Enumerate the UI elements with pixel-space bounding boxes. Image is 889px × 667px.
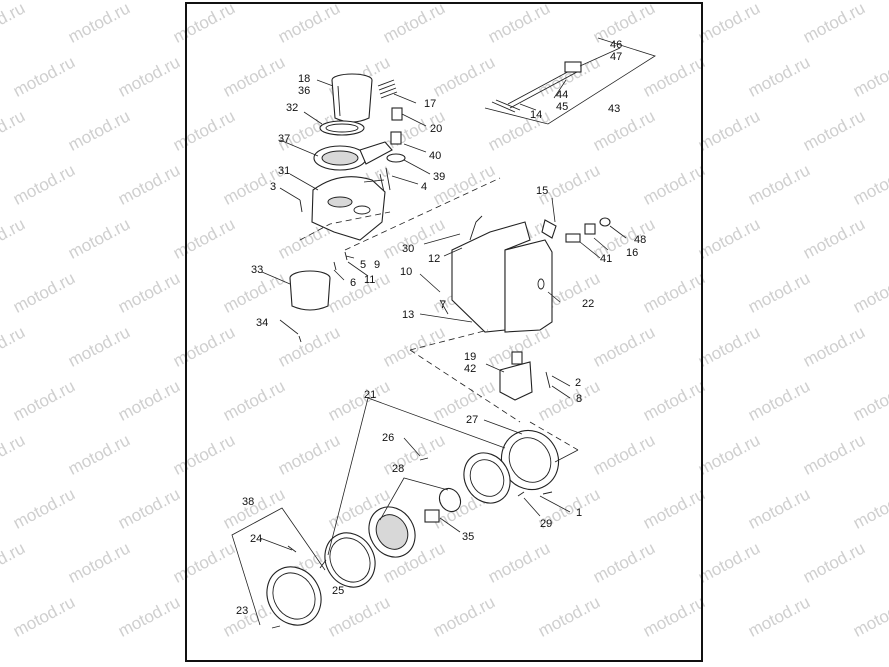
part-label-18: 18 <box>298 73 310 85</box>
gauge-cup-upper <box>331 73 373 123</box>
part-label-36: 36 <box>298 85 310 97</box>
retaining-ring <box>324 532 376 588</box>
cable-assembly <box>484 37 656 125</box>
part-label-2: 2 <box>575 377 581 389</box>
part-label-44: 44 <box>556 89 568 101</box>
gauge-housing-cover <box>311 176 386 241</box>
mounting-bracket <box>499 351 551 401</box>
part-label-40: 40 <box>429 150 441 162</box>
part-label-12: 12 <box>428 253 440 265</box>
headlamp-back-ring <box>463 452 511 504</box>
part-label-25: 25 <box>332 585 344 597</box>
part-label-46: 46 <box>610 39 622 51</box>
part-label-35: 35 <box>462 531 474 543</box>
part-label-21: 21 <box>364 389 376 401</box>
part-label-43: 43 <box>608 103 620 115</box>
part-label-7: 7 <box>440 299 446 311</box>
part-label-22: 22 <box>582 298 594 310</box>
part-label-20: 20 <box>430 123 442 135</box>
part-label-29: 29 <box>540 518 552 530</box>
part-label-24: 24 <box>250 533 262 545</box>
part-label-27: 27 <box>466 414 478 426</box>
part-label-41: 41 <box>600 253 612 265</box>
spring-part <box>377 79 398 99</box>
gauge-cup-gasket <box>319 120 365 136</box>
gauge-bezel <box>313 141 393 171</box>
part-label-15: 15 <box>536 185 548 197</box>
part-label-23: 23 <box>236 605 248 617</box>
part-label-6: 6 <box>350 277 356 289</box>
part-label-10: 10 <box>400 266 412 278</box>
part-label-9: 9 <box>374 259 380 271</box>
part-label-39: 39 <box>433 171 445 183</box>
part-label-32: 32 <box>286 102 298 114</box>
part-label-34: 34 <box>256 317 268 329</box>
part-label-26: 26 <box>382 432 394 444</box>
small-bracket-parts <box>379 107 406 193</box>
leader-lines <box>259 47 627 551</box>
part-label-13: 13 <box>402 309 414 321</box>
part-label-31: 31 <box>278 165 290 177</box>
lower-gauge-cup <box>289 270 331 311</box>
part-label-19: 19 <box>464 351 476 363</box>
part-label-28: 28 <box>392 463 404 475</box>
part-label-5: 5 <box>360 259 366 271</box>
part-label-14: 14 <box>530 109 542 121</box>
part-label-16: 16 <box>626 247 638 259</box>
screws-left <box>298 199 348 343</box>
part-label-42: 42 <box>464 363 476 375</box>
part-label-47: 47 <box>610 51 622 63</box>
trim-ring <box>266 566 322 626</box>
part-label-4: 4 <box>421 181 427 193</box>
part-label-45: 45 <box>556 101 568 113</box>
part-label-37: 37 <box>278 133 290 145</box>
part-label-8: 8 <box>576 393 582 405</box>
bulb-socket <box>424 487 462 523</box>
part-label-33: 33 <box>251 264 263 276</box>
small-screws-bottom <box>271 457 553 629</box>
part-label-3: 3 <box>270 181 276 193</box>
nacelle-housing <box>451 215 553 333</box>
part-label-38: 38 <box>242 496 254 508</box>
diagram-frame <box>185 2 703 662</box>
switch-parts <box>541 217 611 243</box>
part-label-48: 48 <box>634 234 646 246</box>
part-label-17: 17 <box>424 98 436 110</box>
part-label-1: 1 <box>576 507 582 519</box>
part-label-30: 30 <box>402 243 414 255</box>
part-label-11: 11 <box>364 274 375 286</box>
